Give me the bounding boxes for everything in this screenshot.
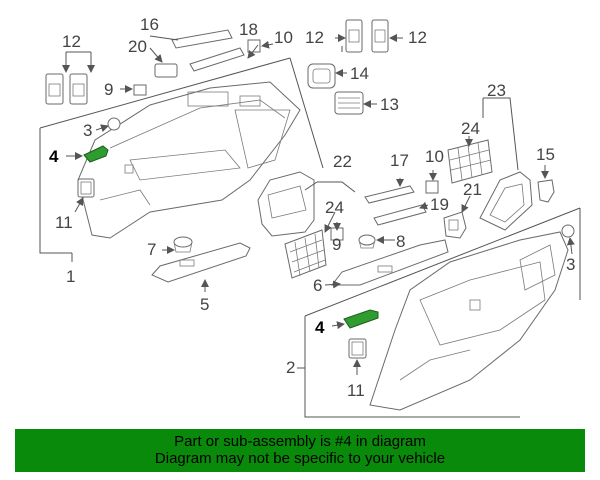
- callout-10: 10: [425, 147, 444, 166]
- callout-12: 12: [62, 32, 81, 51]
- banner-line-2: Diagram may not be specific to your vehi…: [154, 450, 446, 467]
- part-11-bezel-left: [77, 178, 95, 198]
- part-20-clip: [154, 63, 178, 78]
- leader-lines: [62, 34, 575, 375]
- assembly-2-frame: [304, 207, 581, 418]
- part-10-cover-lower: [425, 180, 439, 194]
- callout-11: 11: [347, 381, 365, 400]
- callout-16: 16: [140, 15, 159, 34]
- callout-15: 15: [536, 145, 555, 164]
- part-11-bezel-right: [348, 338, 367, 359]
- part-13-vent: [334, 91, 364, 115]
- part-12-switch-group-right: [345, 19, 389, 53]
- part-3-clip-left: [107, 117, 121, 131]
- callout-10: 10: [274, 28, 293, 47]
- part-7-cupholder: [173, 236, 193, 253]
- part-24-cargo-net-upper: [447, 139, 493, 184]
- callout-24: 24: [325, 198, 344, 217]
- part-4-handle-right: [343, 309, 379, 329]
- part-19-trim-strip: [373, 204, 427, 226]
- callout-24: 24: [461, 119, 480, 138]
- callout-21: 21: [463, 180, 482, 199]
- part-5-sill-plate: [151, 242, 251, 283]
- part-3-clip-right: [561, 224, 575, 238]
- callout-9: 9: [332, 235, 341, 254]
- info-banner: Part or sub-assembly is #4 in diagram Di…: [15, 429, 585, 472]
- callout-19: 19: [430, 195, 449, 214]
- callout-7: 7: [147, 240, 156, 259]
- right-quarter-trim-panel: [369, 231, 569, 411]
- left-quarter-trim-panel: [77, 81, 301, 239]
- callout-18: 18: [239, 20, 258, 39]
- callout-20: 20: [128, 37, 147, 56]
- callout-labels: 12 16 20 18 10 12 12 14 9 13 3 4 11 7 1 …: [49, 15, 575, 400]
- callout-4: 4: [315, 318, 325, 337]
- part-17-trim-strip: [364, 185, 415, 204]
- callout-13: 13: [380, 95, 399, 114]
- callout-12: 12: [305, 28, 324, 47]
- callout-6: 6: [313, 276, 322, 295]
- callout-23: 23: [487, 81, 506, 100]
- part-21-bracket: [443, 211, 467, 239]
- callout-3: 3: [83, 121, 92, 140]
- callout-5: 5: [200, 295, 209, 314]
- callout-3: 3: [566, 255, 575, 274]
- part-8-cupholder: [358, 234, 376, 249]
- part-6-sill-plate: [330, 239, 449, 286]
- callout-17: 17: [390, 151, 409, 170]
- part-15-bracket: [537, 179, 555, 203]
- callout-9: 9: [104, 80, 113, 99]
- part-9-bezel-upper: [133, 84, 147, 96]
- callout-14: 14: [350, 64, 369, 83]
- part-22-panel: [257, 171, 315, 237]
- assembly-1-frame: [39, 57, 324, 262]
- part-23-side-panel: [479, 171, 533, 231]
- part-4-handle-left: [83, 145, 109, 163]
- callout-2: 2: [286, 358, 295, 377]
- part-24-cargo-net-lower: [284, 229, 327, 279]
- callout-1: 1: [66, 267, 75, 286]
- callout-22: 22: [333, 152, 352, 171]
- part-16-trim-strip: [171, 29, 233, 49]
- callout-4: 4: [49, 147, 59, 166]
- part-18-trim-strip: [189, 47, 245, 72]
- parts-diagram: 12 16 20 18 10 12 12 14 9 13 3 4 11 7 1 …: [39, 15, 581, 418]
- part-14-bezel: [307, 63, 336, 89]
- part-12-switch-group-left: [45, 73, 88, 105]
- callout-8: 8: [396, 232, 405, 251]
- banner-line-1: Part or sub-assembly is #4 in diagram: [174, 433, 426, 450]
- callout-11: 11: [55, 213, 73, 232]
- callout-12: 12: [408, 28, 427, 47]
